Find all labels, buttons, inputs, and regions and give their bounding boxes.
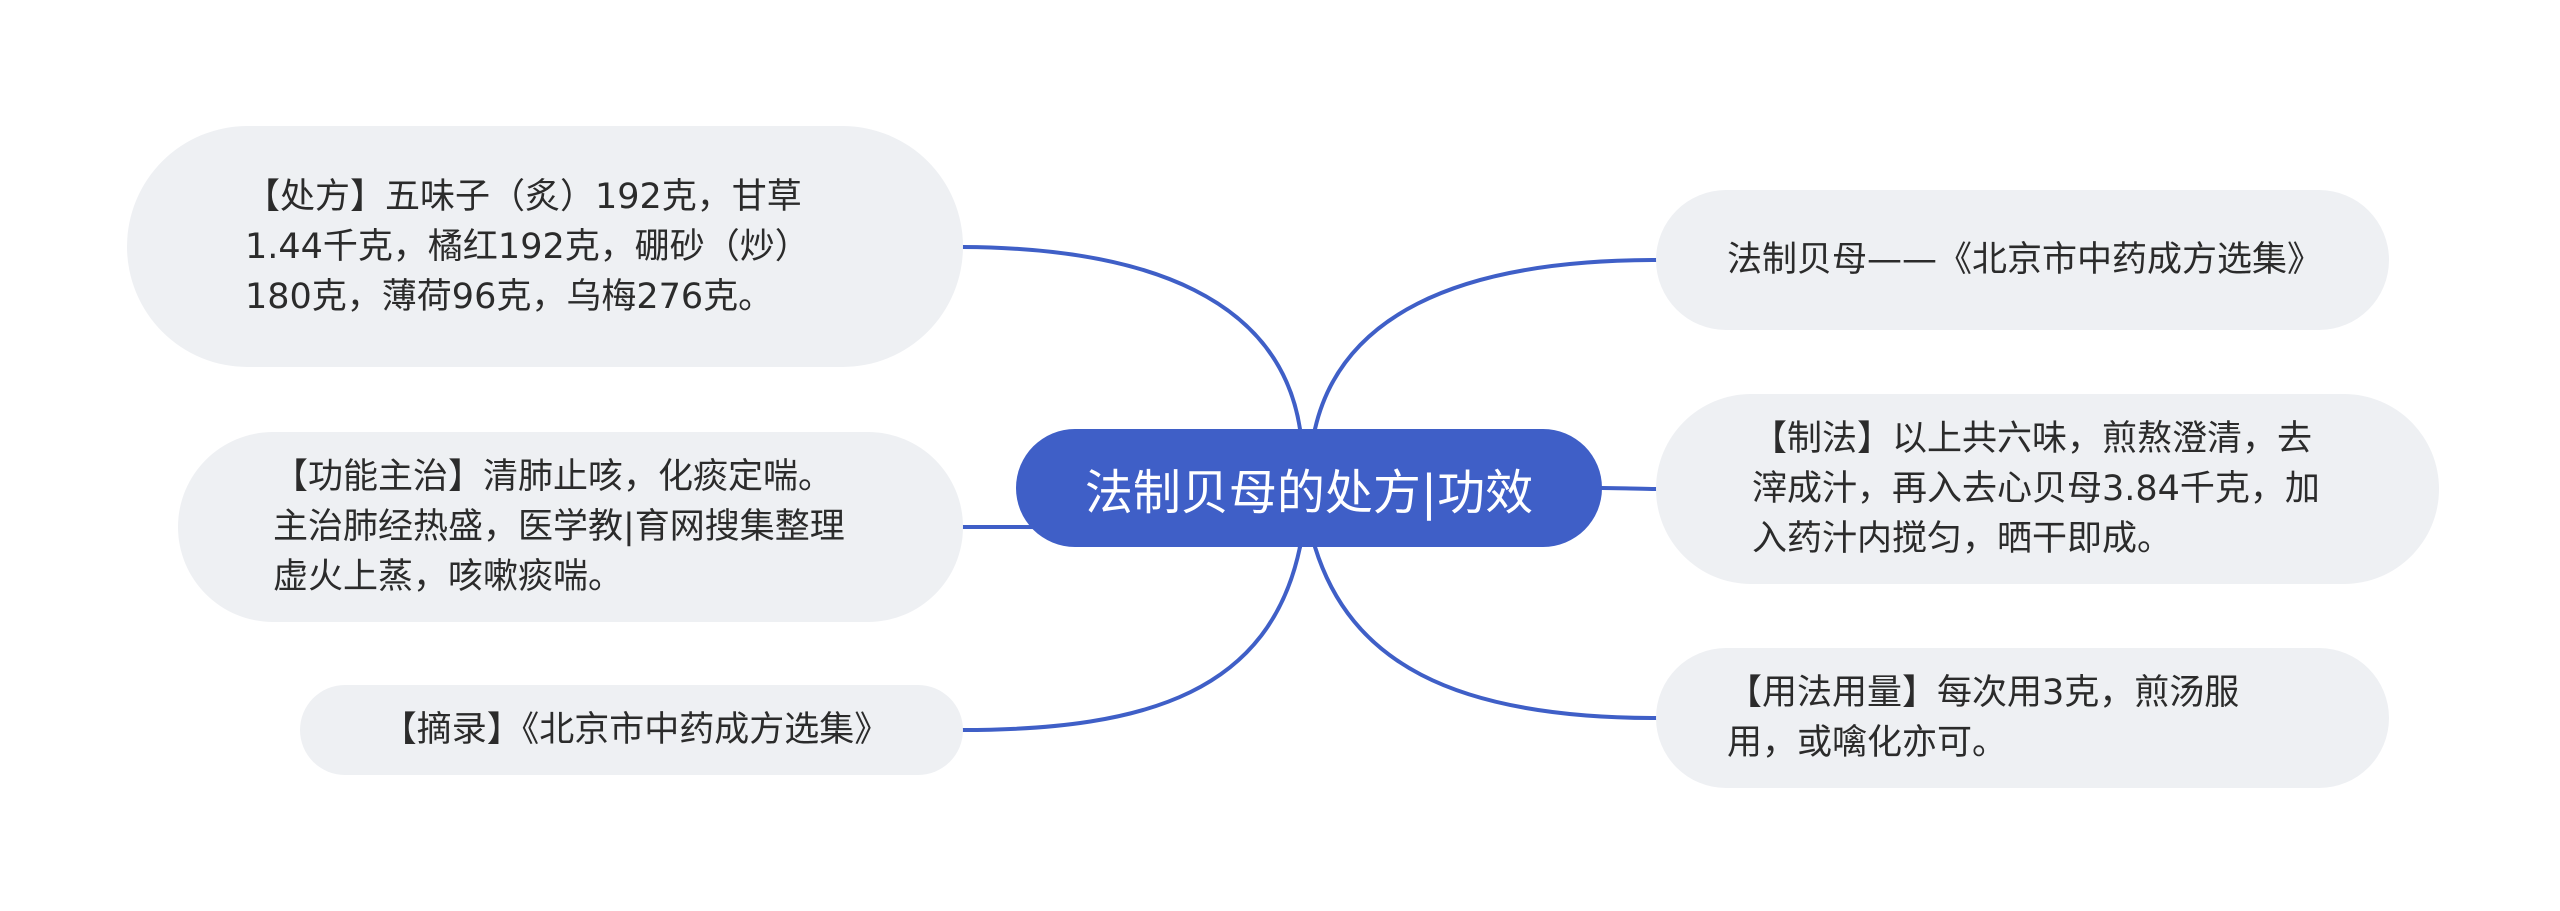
central-topic[interactable]: 法制贝母的处方|功效 [1016, 429, 1602, 547]
branch-method-text: 【制法】以上共六味，煎熬澄清，去滓成汁，再入去心贝母3.84千克，加入药汁内搅匀… [1752, 419, 2320, 559]
branch-usage[interactable]: 【用法用量】每次用3克，煎汤服用，或噙化亦可。 [1656, 648, 2389, 788]
branch-function[interactable]: 【功能主治】清肺止咳，化痰定喘。主治肺经热盛，医学教|育网搜集整理虚火上蒸，咳嗽… [178, 432, 963, 622]
branch-excerpt-text: 【摘录】《北京市中药成方选集》 [381, 710, 890, 750]
branch-usage-text: 【用法用量】每次用3克，煎汤服用，或噙化亦可。 [1727, 673, 2240, 763]
connector-excerpt [961, 545, 1302, 732]
branch-function-text: 【功能主治】清肺止咳，化痰定喘。主治肺经热盛，医学教|育网搜集整理虚火上蒸，咳嗽… [273, 457, 845, 597]
branch-source[interactable]: 法制贝母——《北京市中药成方选集》 [1656, 190, 2389, 330]
branch-method[interactable]: 【制法】以上共六味，煎熬澄清，去滓成汁，再入去心贝母3.84千克，加入药汁内搅匀… [1656, 394, 2439, 584]
branch-prescription-text: 【处方】五味子（炙）192克，甘草1.44千克，橘红192克，硼砂（炒）180克… [245, 176, 810, 317]
branch-source-text: 法制贝母——《北京市中药成方选集》 [1727, 240, 2323, 280]
connector-usage [1313, 545, 1658, 720]
branch-prescription[interactable]: 【处方】五味子（炙）192克，甘草1.44千克，橘红192克，硼砂（炒）180克… [127, 126, 963, 367]
central-topic-label: 法制贝母的处方|功效 [1084, 465, 1534, 521]
connector-method [1600, 486, 1658, 491]
connector-prescription [961, 245, 1302, 431]
connector-source [1313, 258, 1658, 431]
branch-excerpt[interactable]: 【摘录】《北京市中药成方选集》 [300, 685, 963, 775]
